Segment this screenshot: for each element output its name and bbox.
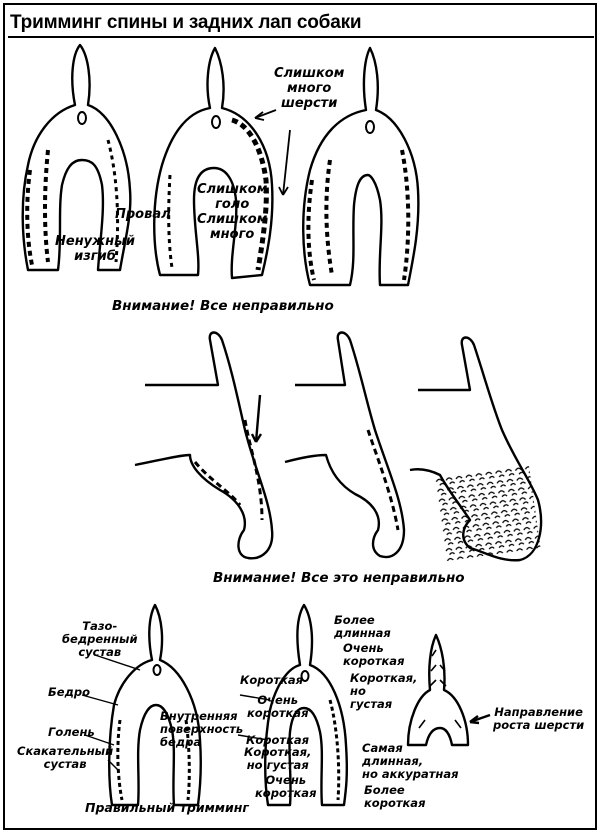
label-short-top-left: Короткая [240, 673, 304, 687]
label-short-but-thick-left: Короткая, но густая [244, 745, 312, 772]
label-inner-thigh: Внутренняя поверхность бедра [160, 709, 244, 749]
label-thigh: Бедро [48, 685, 90, 699]
label-gap: Провал [115, 207, 171, 222]
label-hock: Скакательный сустав [17, 744, 114, 771]
label-shin: Голень [48, 725, 95, 739]
rear-view-correct [108, 603, 203, 807]
page-frame [3, 3, 597, 830]
label-very-short-bottom: Очень короткая [255, 773, 317, 800]
page-title: Тримминг спины и задних лап собаки [10, 12, 362, 33]
caption-all-this-wrong: Внимание! Все это неправильно [213, 570, 465, 586]
label-shorter: Более короткая [364, 783, 426, 810]
label-too-bare: Слишком голо [197, 182, 268, 212]
label-longer: Более длинная [334, 613, 391, 640]
arrows-section1 [254, 109, 291, 196]
pointer-lines-section3 [81, 654, 271, 771]
label-hip-joint: Тазо- бедренный сустав [62, 619, 138, 659]
side-view-wrong-1 [134, 331, 274, 560]
label-very-short-left: Очень короткая [247, 693, 309, 720]
rear-view-wrong-2 [153, 46, 274, 280]
label-short-left2: Короткая [246, 733, 310, 747]
rear-view-wrong-3 [302, 46, 420, 287]
label-too-much-hair: Слишком много шерсти [274, 66, 345, 111]
label-hair-direction: Направление роста шерсти [493, 705, 585, 732]
label-very-short-top: Очень короткая [343, 641, 405, 668]
rear-view-correct-detailed [264, 603, 349, 807]
label-unneeded-bend: Ненужный изгиб [55, 234, 135, 264]
caption-correct-trimming: Правильный тримминг [85, 800, 249, 815]
label-short-but-thick-right: Короткая, но густая [350, 671, 418, 711]
caption-all-wrong: Внимание! Все неправильно [112, 298, 334, 314]
rear-view-wrong-1 [21, 43, 132, 272]
side-view-wrong-3 [409, 336, 543, 562]
side-view-wrong-2 [284, 331, 406, 559]
rear-view-hair-direction [406, 633, 491, 747]
label-too-much: Слишком много [197, 212, 268, 242]
title-underline [8, 36, 594, 38]
label-longest-neat: Самая длинная, но аккуратная [362, 741, 459, 781]
